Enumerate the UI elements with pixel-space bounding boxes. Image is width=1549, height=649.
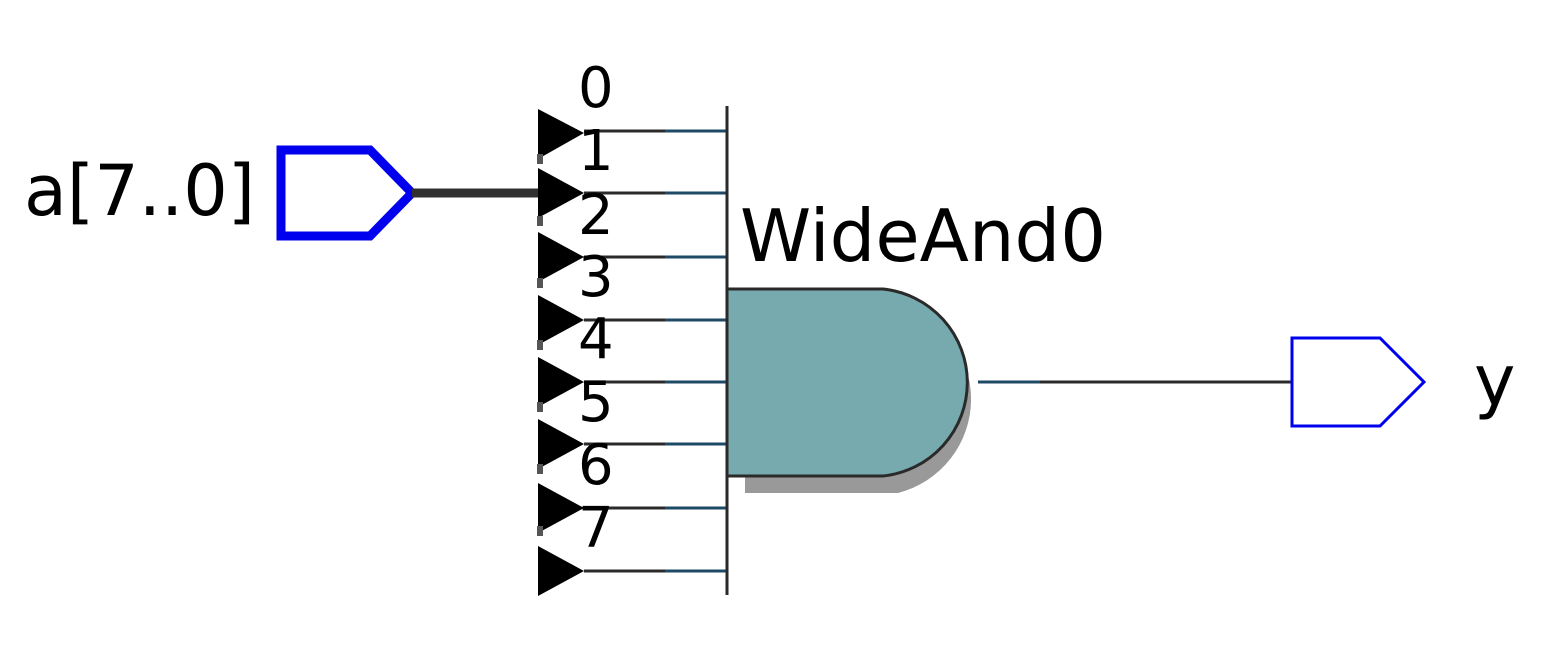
bit-label-1: 1 [578, 119, 614, 184]
splitter-arrow-0 [538, 109, 584, 159]
bus-splitter [537, 109, 584, 596]
input-port-label: a[7..0] [24, 150, 255, 232]
splitter-arrow-2 [538, 232, 584, 282]
bit-label-3: 3 [578, 245, 614, 310]
bit-labels: 0 1 2 3 4 5 6 7 [578, 56, 614, 561]
bit-label-6: 6 [578, 433, 614, 498]
splitter-arrow-5 [538, 419, 584, 469]
input-port-a[interactable]: a[7..0] [24, 145, 419, 241]
splitter-arrow-3 [538, 295, 584, 345]
output-port-y[interactable]: y [1290, 336, 1515, 428]
gate-label: WideAnd0 [740, 194, 1106, 278]
and-gate-wideand0[interactable]: WideAnd0 [725, 194, 1106, 493]
output-port-label: y [1474, 340, 1515, 422]
and-gate-body [725, 287, 969, 478]
bit-wires [584, 129, 727, 573]
input-port-pin-icon [276, 145, 419, 241]
splitter-arrow-1 [538, 168, 584, 218]
bit-label-7: 7 [578, 496, 614, 561]
bit-label-2: 2 [578, 183, 614, 248]
bit-label-0: 0 [578, 56, 614, 121]
splitter-arrow-7 [538, 546, 584, 596]
output-port-pin-icon [1290, 336, 1427, 428]
splitter-arrow-4 [538, 357, 584, 407]
splitter-arrow-6 [538, 483, 584, 533]
bit-label-5: 5 [578, 370, 614, 435]
bit-label-4: 4 [578, 307, 614, 372]
